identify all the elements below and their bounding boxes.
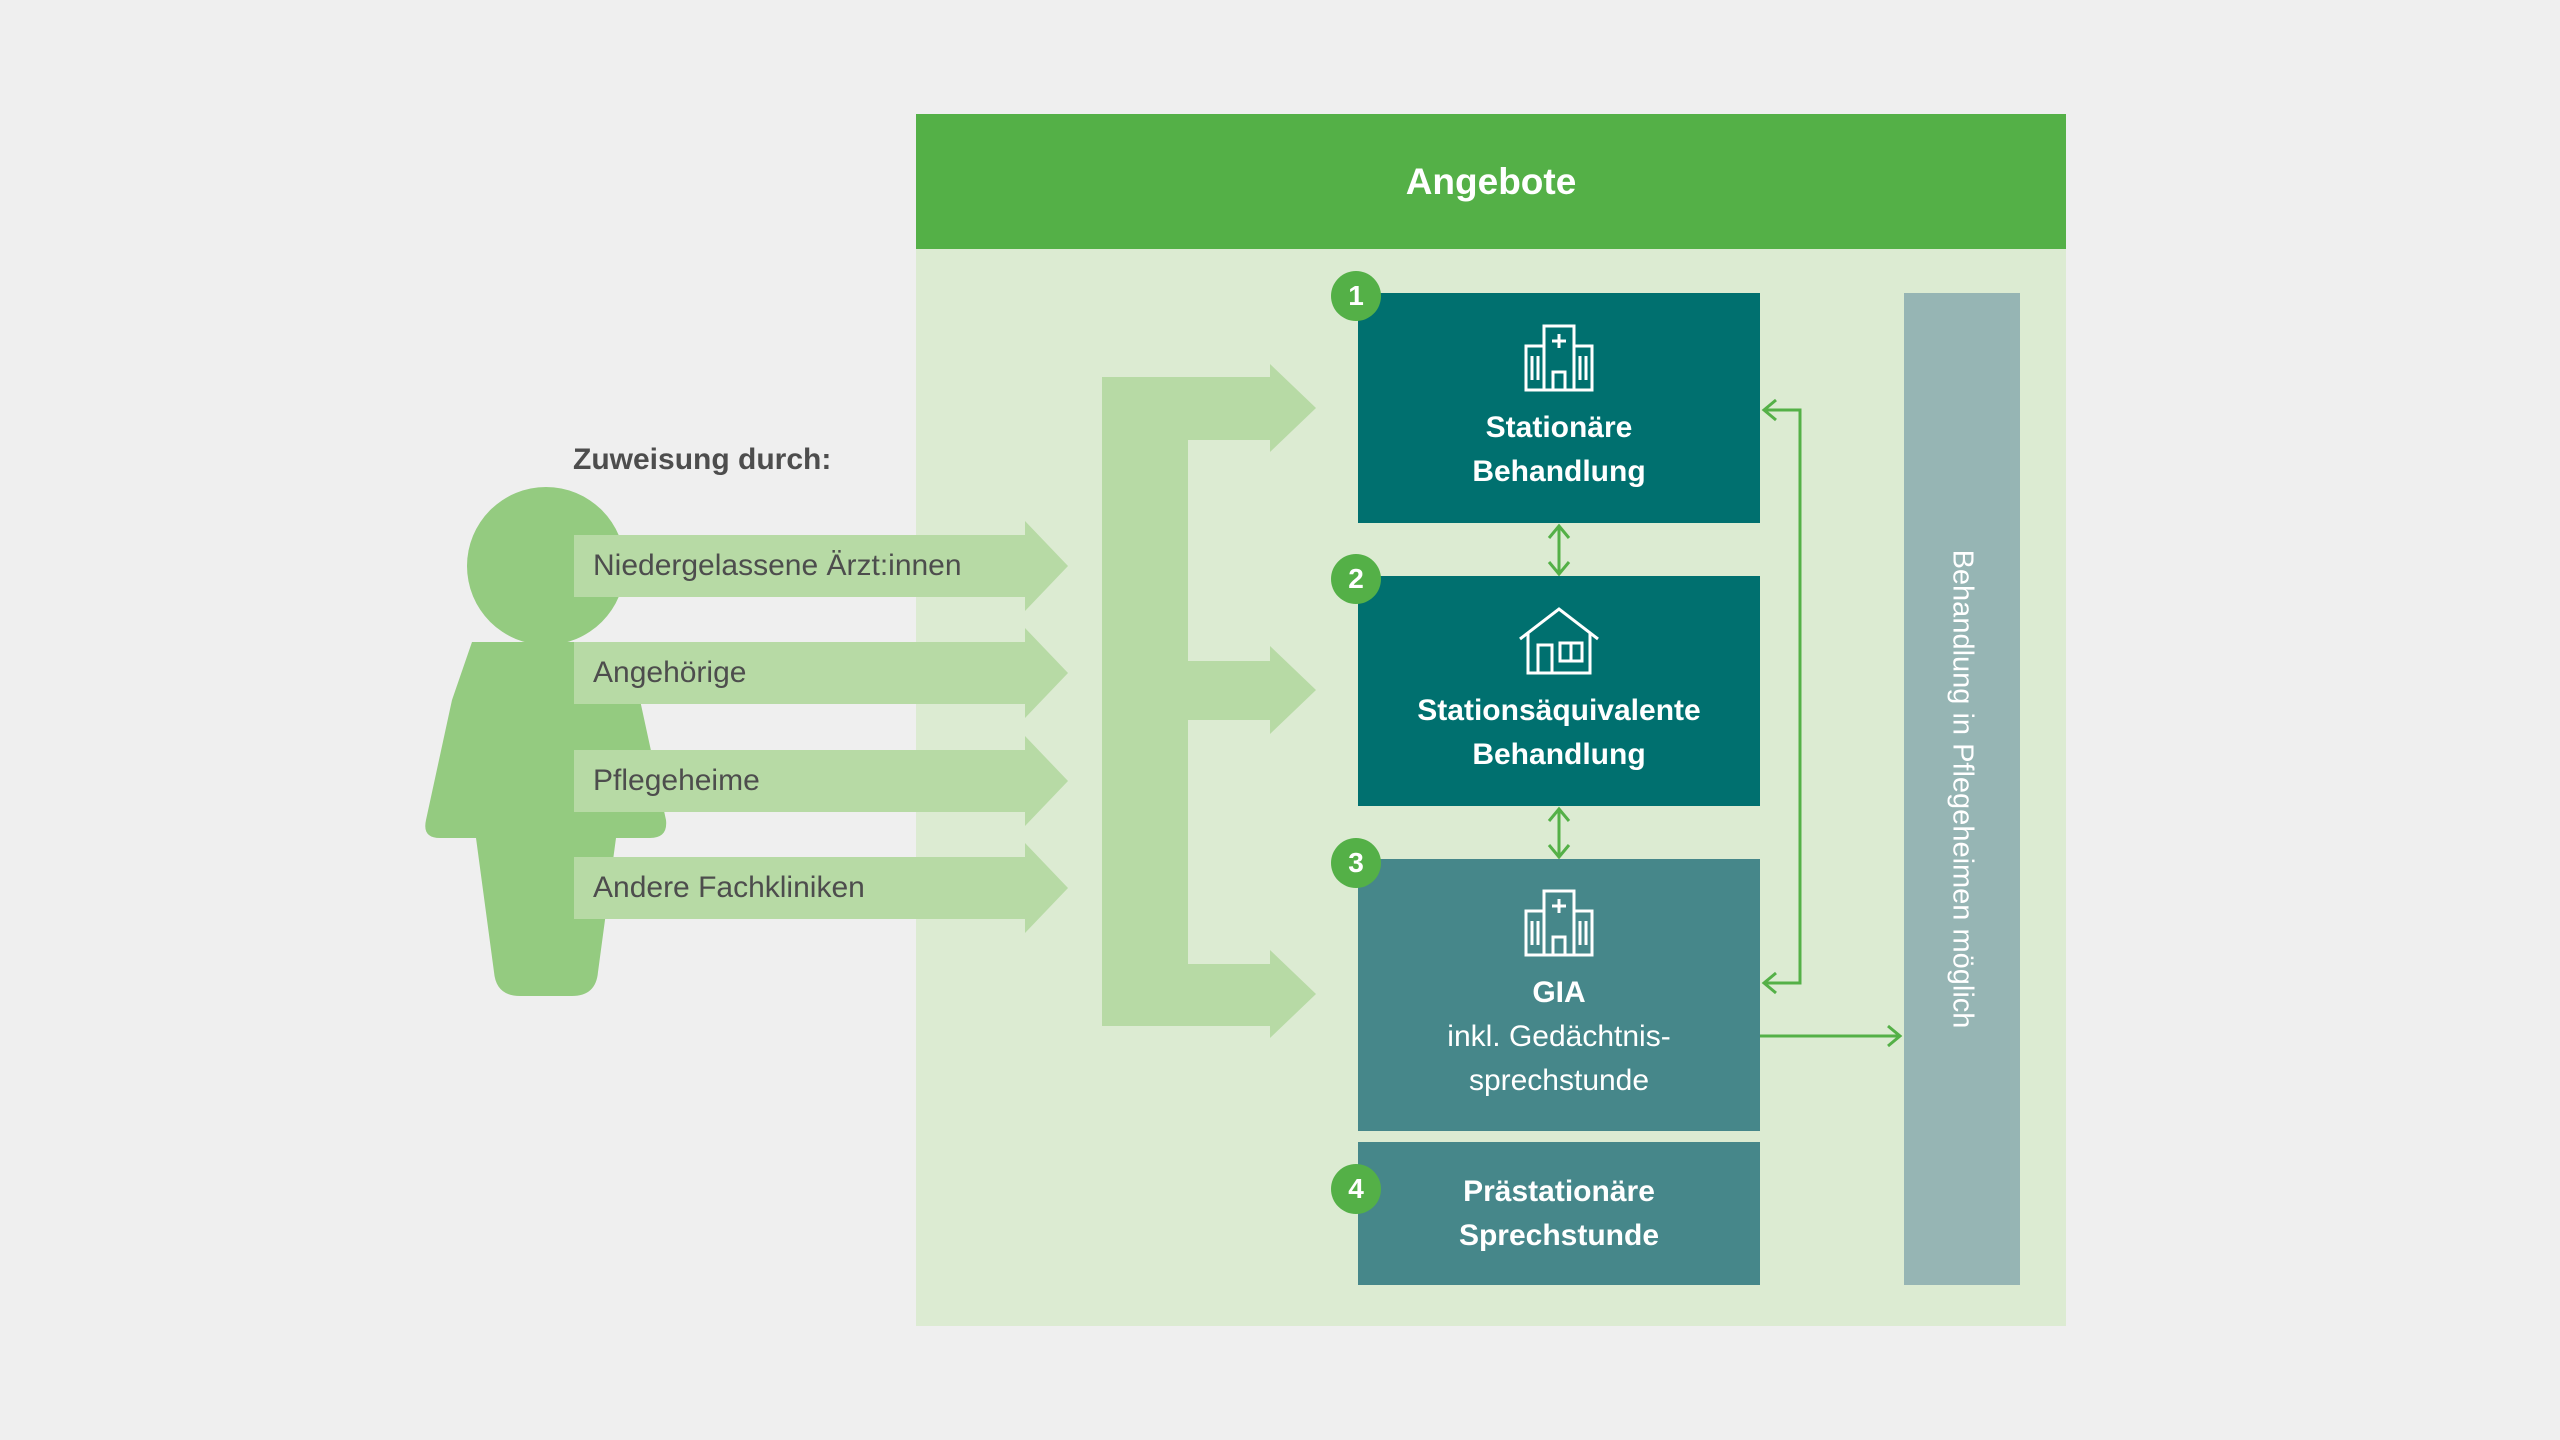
offer-number-badge: 3 [1331, 838, 1381, 888]
referral-source-label: Andere Fachkliniken [593, 871, 865, 904]
offer-title-line: Prästationäre [1463, 1174, 1655, 1208]
hospital-icon [1524, 889, 1594, 957]
offer-number-badge: 1 [1331, 271, 1381, 321]
referral-source-label: Pflegeheime [593, 764, 760, 797]
hospital-icon [1524, 324, 1594, 392]
offers-header: Angebote [916, 114, 2066, 249]
offer-title-line: Sprechstunde [1458, 1218, 1660, 1252]
offer-box-praestationaer: Prästationäre Sprechstunde [1358, 1142, 1760, 1285]
offer-note-line: inkl. Gedächtnis- [1447, 1020, 1671, 1053]
offer-box-stationsaequivalent: Stationsäquivalente Behandlung [1358, 576, 1760, 806]
referral-source-label: Angehörige [593, 656, 747, 689]
offer-title-line: Stationsäquivalente [1417, 694, 1701, 727]
offer-box-stationaer: Stationäre Behandlung [1358, 293, 1760, 523]
house-icon [1519, 607, 1599, 675]
offer-title-line: GIA [1532, 976, 1586, 1009]
offer-number-badge: 2 [1331, 554, 1381, 604]
offer-box-gia: GIA inkl. Gedächtnis- sprechstunde [1358, 859, 1760, 1131]
offer-title-line: Stationäre [1485, 411, 1633, 444]
bracket-arrow [1102, 364, 1316, 1038]
offer-number-badge: 4 [1331, 1164, 1381, 1214]
referral-source-label: Niedergelassene Ärzt:innen [593, 549, 962, 582]
offers-title: Angebote [1405, 160, 1577, 202]
connector-arrows [1547, 398, 1903, 1048]
offer-title-line: Behandlung [1472, 738, 1646, 771]
offer-note-line: sprechstunde [1468, 1064, 1650, 1097]
nursing-home-treatment-bar: Behandlung in Pflegeheimen möglich [1904, 293, 2020, 1285]
referral-arrows [574, 521, 1068, 933]
nursing-home-treatment-label: Behandlung in Pflegeheimen möglich [1946, 549, 1979, 1029]
referral-title: Zuweisung durch: [573, 443, 832, 476]
offer-title-line: Behandlung [1472, 455, 1646, 488]
